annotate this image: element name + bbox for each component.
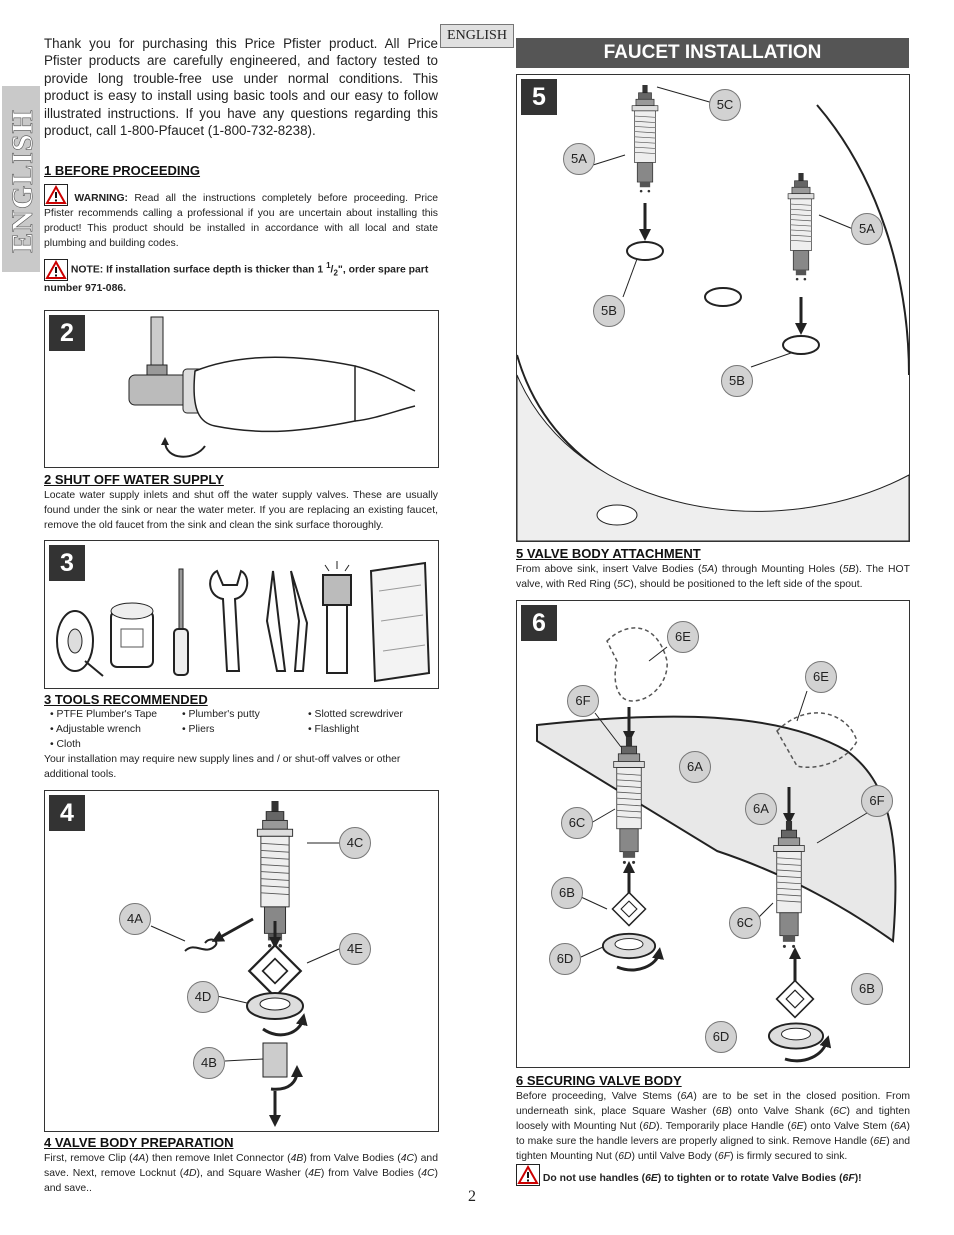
section-3-text: Your installation may require new supply… <box>44 754 401 780</box>
callout-6a: 6A <box>745 793 777 825</box>
step-3-number: 3 <box>49 545 85 581</box>
section-2-text: Locate water supply inlets and shut off … <box>44 490 438 531</box>
callout-5b: 5B <box>721 365 753 397</box>
note-fraction-bottom: 2 <box>333 268 338 278</box>
step-5-illustration: 5 5C 5A 5A 5B 5B <box>516 74 910 542</box>
shutoff-valve-hand-drawing <box>128 316 416 458</box>
note-text-b: ", order spare part number 971-086. <box>44 264 429 294</box>
tools-list-col-1: • PTFE Plumber's Tape • Adjustable wrenc… <box>50 707 170 752</box>
section-6-heading: 6 SECURING VALVE BODY <box>516 1073 682 1088</box>
callout-5a: 5A <box>563 143 595 175</box>
callout-4c: 4C <box>339 827 371 859</box>
tool-item: • PTFE Plumber's Tape <box>50 709 158 720</box>
callout-5c: 5C <box>709 89 741 121</box>
tool-item: • Adjustable wrench <box>50 724 141 735</box>
putty-jar-icon <box>110 602 154 668</box>
tool-item: • Slotted screwdriver <box>308 709 403 720</box>
callout-6c: 6C <box>561 807 593 839</box>
warning-icon <box>44 184 68 206</box>
side-tab-label: ENGLISH <box>6 109 40 253</box>
tool-item: • Plumber's putty <box>182 709 260 720</box>
note-paragraph: NOTE: If installation surface depth is t… <box>44 258 438 296</box>
callout-6e: 6E <box>805 661 837 693</box>
section-6-text: Before proceeding, Valve Stems (6A) are … <box>516 1091 911 1162</box>
callout-4a: 4A <box>119 903 151 935</box>
section-1-heading: 1 BEFORE PROCEEDING <box>44 163 201 178</box>
warning-icon <box>516 1164 540 1186</box>
tools-list-col-3: • Slotted screwdriver • Flashlight <box>308 707 438 737</box>
section-3-heading: 3 TOOLS RECOMMENDED <box>44 692 208 707</box>
language-tag: ENGLISH <box>440 24 514 48</box>
warning-text: Read all the instructions completely bef… <box>44 193 439 249</box>
tools-list-col-2: • Plumber's putty • Pliers <box>182 707 302 737</box>
valve-attachment-drawing <box>517 85 909 541</box>
tool-item: • Cloth <box>50 739 81 750</box>
page-title: FAUCET INSTALLATION <box>516 38 909 68</box>
section-4-heading: 4 VALVE BODY PREPARATION <box>44 1135 234 1150</box>
section-6-warning: Do not use handles (6E) to tighten or to… <box>516 1164 910 1186</box>
step-2-illustration: 2 <box>44 310 439 468</box>
callout-6e: 6E <box>667 621 699 653</box>
warning-paragraph: WARNING: Read all the instructions compl… <box>44 184 438 251</box>
warning-label: WARNING: <box>74 193 129 204</box>
note-text-a: NOTE: If installation surface depth is t… <box>70 264 327 276</box>
page-number: 2 <box>468 1188 476 1205</box>
tool-item: • Pliers <box>182 724 215 735</box>
cloth-icon <box>369 561 431 683</box>
step-5-number: 5 <box>521 79 557 115</box>
adjustable-wrench-icon <box>209 569 249 672</box>
valve-prep-drawing <box>150 801 340 1127</box>
tool-item: • Flashlight <box>308 724 359 735</box>
step-6-number: 6 <box>521 605 557 641</box>
callout-4e: 4E <box>339 933 371 965</box>
callout-5a: 5A <box>851 213 883 245</box>
step-3-illustration: 3 <box>44 540 439 689</box>
note-fraction-top: 1 <box>326 261 331 270</box>
ptfe-tape-icon <box>56 610 104 677</box>
section-2-heading: 2 SHUT OFF WATER SUPPLY <box>44 472 224 487</box>
step-4-number: 4 <box>49 795 85 831</box>
step-2-number: 2 <box>49 315 85 351</box>
callout-6d: 6D <box>705 1021 737 1053</box>
callout-6a: 6A <box>679 751 711 783</box>
callout-6f: 6F <box>861 785 893 817</box>
pliers-icon <box>265 570 309 672</box>
step-4-illustration: 4 4C 4A 4E 4D 4B <box>44 790 439 1132</box>
callout-6d: 6D <box>549 943 581 975</box>
step-6-illustration: 6 6E 6E 6F 6A 6F 6A 6C 6B 6C 6D 6B 6D <box>516 600 910 1068</box>
callout-5b: 5B <box>593 295 625 327</box>
callout-4b: 4B <box>193 1047 225 1079</box>
callout-6f: 6F <box>567 685 599 717</box>
section-5-text: From above sink, insert Valve Bodies (5A… <box>516 564 910 590</box>
callout-6c: 6C <box>729 907 761 939</box>
callout-6b: 6B <box>851 973 883 1005</box>
screwdriver-icon <box>173 568 189 676</box>
callout-6b: 6B <box>551 877 583 909</box>
section-4-text: First, remove Clip (4A) then remove Inle… <box>44 1153 438 1194</box>
tools-drawing <box>56 561 431 683</box>
caution-icon <box>44 259 68 281</box>
section-5-heading: 5 VALVE BODY ATTACHMENT <box>516 546 701 561</box>
callout-4d: 4D <box>187 981 219 1013</box>
language-side-tab: ENGLISH <box>2 86 40 272</box>
intro-paragraph: Thank you for purchasing this Price Pfis… <box>44 36 438 139</box>
flashlight-icon <box>322 561 352 674</box>
